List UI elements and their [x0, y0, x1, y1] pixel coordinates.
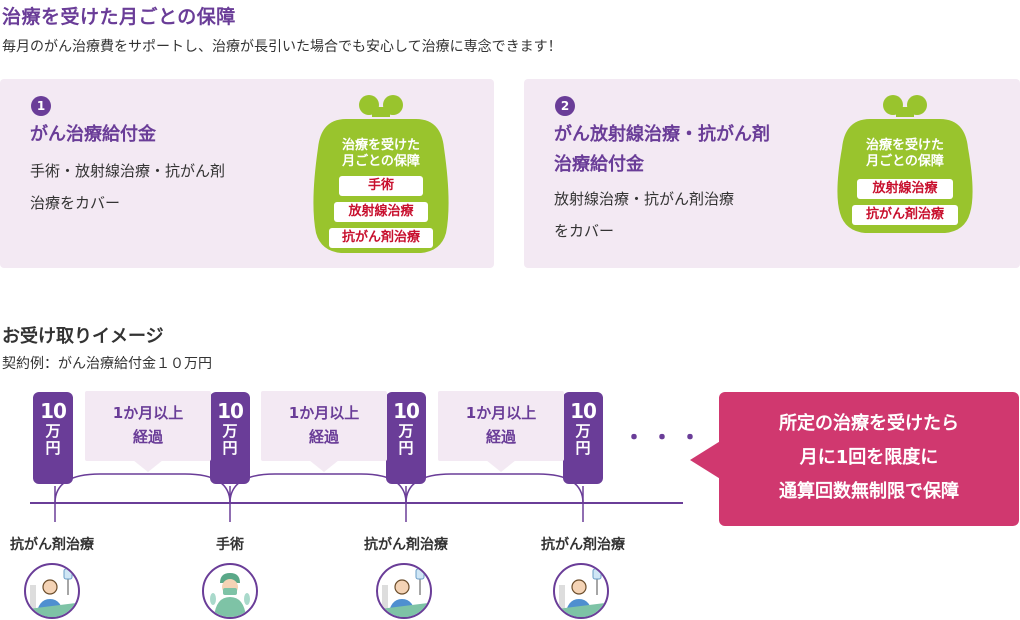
purse-icon	[837, 95, 973, 233]
patient-iv-icon	[24, 563, 80, 619]
payment-unit: 万	[222, 422, 238, 440]
contract-example: 契約例：がん治療給付金１０万円	[2, 356, 212, 372]
purse-illustration: 治療を受けた 月ごとの保障 放射線治療 抗がん剤治療	[830, 93, 980, 235]
coverage-tag: 抗がん剤治療	[852, 205, 958, 225]
interval-text: 経過	[485, 428, 516, 446]
payment-unit: 万	[45, 422, 61, 440]
coverage-tag: 放射線治療	[334, 202, 428, 222]
payment-amount: 10	[393, 399, 420, 423]
purse-label-line: 治療を受けた	[865, 138, 944, 153]
interval-text: 経過	[308, 428, 339, 446]
timeline-line	[30, 473, 683, 522]
payment-amount: 10	[570, 399, 597, 423]
payment-marker: 10 万 円	[386, 392, 426, 484]
benefit-title: がん放射線治療・抗がん剤	[554, 124, 770, 145]
callout-box: 所定の治療を受けたら 月に1回を限度に 通算回数無制限で保障	[719, 392, 1019, 526]
interval-text: 1か月以上	[112, 404, 184, 422]
payment-amount: 10	[40, 399, 67, 423]
callout-line: 月に1回を限度に	[799, 447, 939, 468]
page-subtitle: 毎月のがん治療費をサポートし、治療が長引いた場合でも安心して治療に専念できます！	[2, 39, 562, 55]
coverage-tag: 抗がん剤治療	[329, 228, 433, 248]
interval-text: 1か月以上	[465, 404, 537, 422]
benefit-desc-line: 放射線治療・抗がん剤治療	[554, 190, 735, 208]
surgeon-icon	[202, 563, 258, 619]
callout-line: 所定の治療を受けたら	[779, 413, 959, 434]
purse-label-line: 治療を受けた	[341, 138, 420, 153]
payment-unit: 万	[398, 422, 414, 440]
treatment-label: 抗がん剤治療	[10, 537, 94, 553]
coverage-tag: 手術	[339, 176, 423, 196]
interval-bubble: 1か月以上 経過	[261, 391, 387, 461]
patient-iv-icon	[376, 563, 432, 619]
purse-label-line: 月ごとの保障	[866, 154, 944, 169]
payment-unit: 万	[575, 422, 591, 440]
payment-unit: 円	[45, 439, 61, 457]
number-badge: 1	[31, 96, 51, 116]
benefit-card-2: 2 がん放射線治療・抗がん剤 治療給付金 放射線治療・抗がん剤治療 をカバー 治…	[524, 79, 1020, 268]
payment-unit: 円	[222, 439, 238, 457]
interval-bubble: 1か月以上 経過	[85, 391, 211, 461]
purse-illustration: 治療を受けた 月ごとの保障 手術 放射線治療 抗がん剤治療	[306, 93, 456, 255]
payment-marker: 10 万 円	[563, 392, 603, 484]
benefit-desc-line: 手術・放射線治療・抗がん剤	[30, 162, 226, 180]
number-badge: 2	[555, 96, 575, 116]
benefit-desc-line: をカバー	[554, 222, 615, 240]
payment-marker: 10 万 円	[33, 392, 73, 484]
payment-amount: 10	[217, 399, 244, 423]
treatment-label: 抗がん剤治療	[364, 537, 448, 553]
payment-unit: 円	[575, 439, 591, 457]
payment-unit: 円	[398, 439, 414, 457]
callout-line: 通算回数無制限で保障	[779, 481, 959, 502]
treatment-label: 手術	[216, 537, 244, 553]
section-title: お受け取りイメージ	[2, 326, 164, 347]
treatment-label: 抗がん剤治療	[541, 537, 625, 553]
continuation-dots: ・・・	[623, 426, 708, 451]
bubble-tail	[309, 460, 339, 472]
patient-iv-icon	[553, 563, 609, 619]
purse-label-line: 月ごとの保障	[342, 154, 420, 169]
page-title: 治療を受けた月ごとの保障	[2, 6, 236, 28]
benefit-desc-line: 治療をカバー	[30, 194, 121, 212]
benefit-title: 治療給付金	[554, 154, 644, 175]
coverage-tag: 放射線治療	[857, 179, 953, 199]
interval-bubble: 1か月以上 経過	[438, 391, 564, 461]
interval-text: 経過	[132, 428, 163, 446]
benefit-title: がん治療給付金	[30, 124, 156, 145]
benefit-card-1: 1 がん治療給付金 手術・放射線治療・抗がん剤 治療をカバー 治療を受けた 月ご…	[0, 79, 494, 268]
bubble-tail	[486, 460, 516, 472]
callout-pointer	[690, 440, 722, 480]
payment-marker: 10 万 円	[210, 392, 250, 484]
interval-text: 1か月以上	[288, 404, 360, 422]
bubble-tail	[133, 460, 163, 472]
